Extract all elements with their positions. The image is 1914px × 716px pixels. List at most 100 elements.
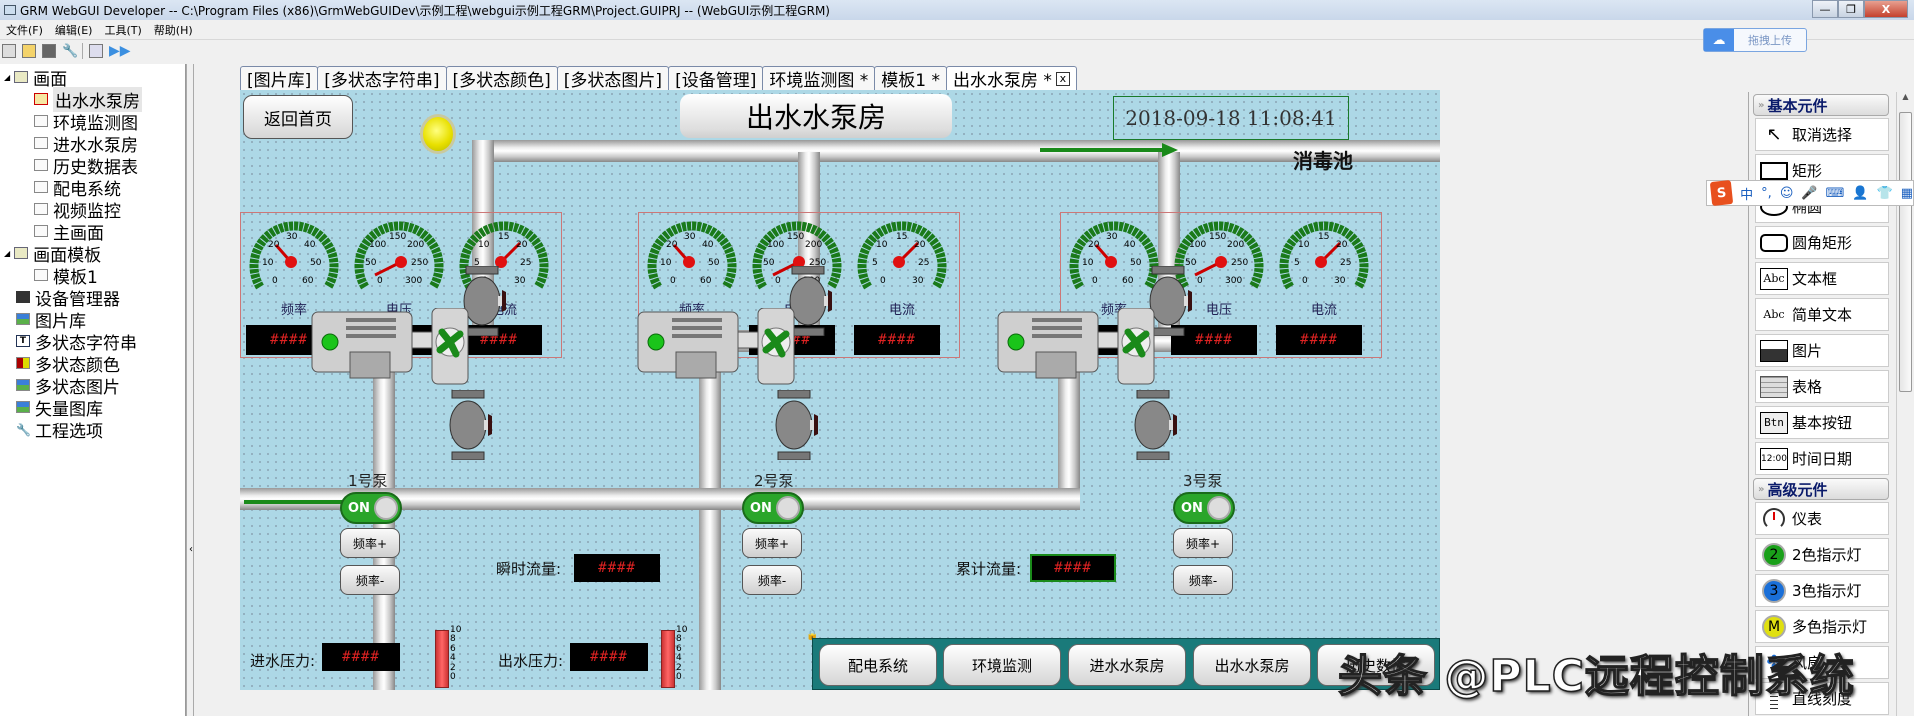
ime-chinese-mode[interactable]: 中 [1740,187,1754,203]
pump-1-freq-down-button[interactable]: 频率- [340,565,400,595]
tab-device-management[interactable]: [设备管理] [668,66,764,91]
svg-text:20: 20 [1088,240,1100,250]
pump-2-motor[interactable] [636,307,796,388]
tree-item-template[interactable]: 模板1 [34,264,98,288]
tool-deselect[interactable]: ↖取消选择 [1755,118,1889,151]
tree-item-project-options[interactable]: 🔧 工程选项 [16,421,103,442]
tree-item-multistate-color[interactable]: 多状态颜色 [16,352,120,376]
collapse-arrow-icon[interactable]: ‹ [189,544,193,555]
close-tab-icon[interactable]: x [1055,71,1070,86]
canvas-outer-area [1440,90,1745,716]
menu-tools[interactable]: 工具(T) [104,23,142,37]
maximize-button[interactable]: ❐ [1838,0,1864,18]
pump-2-toggle[interactable]: ON [742,492,804,524]
new-file-icon[interactable] [2,44,16,58]
valve-icon[interactable] [448,389,492,461]
ime-punctuation[interactable]: °, [1761,185,1772,201]
tree-item-screen[interactable]: 配电系统 [34,176,121,200]
close-button[interactable]: X [1864,0,1908,18]
ime-keyboard-icon[interactable]: ⌨ [1825,185,1845,201]
expand-icon[interactable]: ◢ [4,248,11,258]
pump-2-freq-down-button[interactable]: 频率- [742,565,802,595]
scroll-up-icon[interactable]: ▲ [1902,92,1909,101]
pump-3-freq-up-button[interactable]: 频率+ [1173,528,1233,558]
tool-picture[interactable]: 图片 [1755,334,1889,367]
tool-table[interactable]: 表格 [1755,370,1889,403]
tree-item-multistate-image[interactable]: 多状态图片 [16,374,120,398]
settings-wrench-icon[interactable]: 🔧 [62,44,79,59]
tree-item-multistate-string[interactable]: T 多状态字符串 [16,330,137,354]
tree-item-screen[interactable]: 进水水泵房 [34,132,138,156]
tree-root-templates[interactable]: ◢ 画面模板 [4,245,102,266]
nav-environment-button[interactable]: 环境监测 [943,644,1061,686]
gauge-label: 电压 [1205,303,1232,318]
tree-item-vector-library[interactable]: 矢量图库 [16,396,103,420]
valve-icon[interactable] [462,265,506,337]
tab-outlet-pump-room[interactable]: 出水水泵房 * x [945,66,1077,91]
tree-root-screens[interactable]: ◢ 画面 [4,69,68,90]
valve-icon[interactable] [788,265,832,337]
pump-1-toggle[interactable]: ON [340,492,402,524]
pump-1-motor[interactable] [310,307,470,388]
tree-item-screen[interactable]: 环境监测图 [34,110,138,134]
nav-history-button[interactable]: 历史数据 [1317,644,1435,686]
tree-item-screen[interactable]: 历史数据表 [34,154,138,178]
run-icon[interactable]: ▶▶ [109,43,131,59]
open-folder-icon[interactable] [22,44,36,58]
sogou-logo-icon[interactable]: S [1709,179,1734,207]
nav-power-system-button[interactable]: 配电系统 [819,644,937,686]
tool-fan[interactable]: ✤风扇 [1755,646,1889,679]
copy-icon[interactable] [42,44,56,58]
tool-rounded-rect[interactable]: 圆角矩形 [1755,226,1889,259]
pump-1-freq-up-button[interactable]: 频率+ [340,528,400,558]
drag-upload-widget[interactable]: ☁ 拖拽上传 [1703,28,1807,52]
ime-user-icon[interactable]: 👤 [1852,185,1869,201]
basic-components-header[interactable]: »基本元件 [1753,94,1889,116]
tab-image-library[interactable]: [图片库] [240,66,319,91]
tab-environment-monitor[interactable]: 环境监测图 * [762,66,876,91]
nav-inlet-pump-button[interactable]: 进水水泵房 [1068,644,1186,686]
valve-icon[interactable] [1133,389,1177,461]
valve-icon[interactable] [774,389,818,461]
scrollbar-thumb[interactable] [1899,112,1912,392]
expand-icon[interactable]: ◢ [4,72,11,82]
ime-skin-icon[interactable]: 👕 [1876,185,1893,201]
pump-3-freq-down-button[interactable]: 频率- [1173,565,1233,595]
tree-item-device-manager[interactable]: 设备管理器 [16,286,120,310]
advanced-components-header[interactable]: »高级元件 [1753,478,1889,500]
ime-emoji-icon[interactable]: ☺ [1779,185,1794,201]
gauge-label: 电流 [1310,303,1337,318]
pump-3-motor[interactable] [996,307,1156,388]
home-button[interactable]: 返回首页 [243,95,353,139]
grid-icon[interactable] [89,44,103,58]
ime-voice-icon[interactable]: 🎤 [1801,185,1818,201]
tree-item-screen[interactable]: 视频监控 [34,198,121,222]
menu-file[interactable]: 文件(F) [6,23,43,37]
tool-linear-scale[interactable]: 直线刻度 [1755,682,1889,715]
tab-multistate-color[interactable]: [多状态颜色] [445,66,558,91]
menu-help[interactable]: 帮助(H) [153,23,193,37]
menu-edit[interactable]: 编辑(E) [54,23,93,37]
tool-gauge[interactable]: 仪表 [1755,502,1889,535]
tab-multistate-image[interactable]: [多状态图片] [556,66,670,91]
tree-item-screen[interactable]: 出水水泵房 [34,86,142,112]
valve-icon[interactable] [1148,265,1192,337]
ime-menu-icon[interactable]: ▦ [1900,185,1913,201]
nav-outlet-pump-button[interactable]: 出水水泵房 [1193,644,1311,686]
tab-template1[interactable]: 模板1 * [874,66,947,91]
minimize-button[interactable]: — [1812,0,1838,18]
tree-item-image-library[interactable]: 图片库 [16,308,86,332]
tree-item-screen[interactable]: 主画面 [34,220,104,244]
pump-3-toggle[interactable]: ON [1173,492,1235,524]
pump-2-freq-up-button[interactable]: 频率+ [742,528,802,558]
panel-splitter[interactable]: ‹ [186,64,194,716]
tab-multistate-string[interactable]: [多状态字符串] [317,66,447,91]
